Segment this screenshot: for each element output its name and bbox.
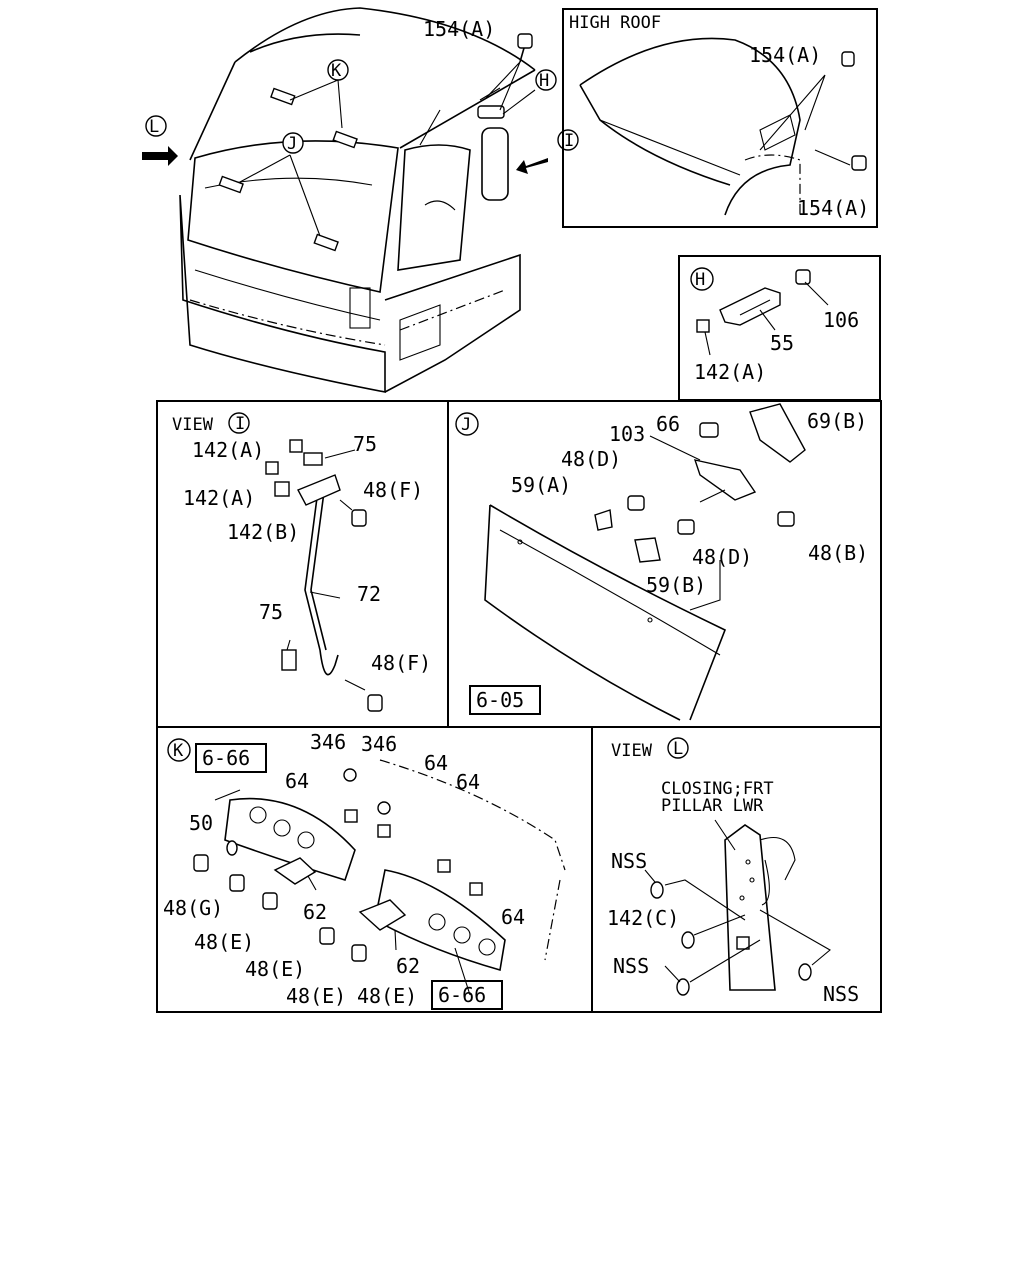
label-59b: 59(B) [646, 573, 706, 597]
label-48b: 48(B) [808, 541, 868, 565]
label-55: 55 [770, 331, 794, 355]
label-103: 103 [609, 422, 645, 446]
label-48g: 48(G) [163, 896, 223, 920]
ref-box-6-66-bottom: 6-66 [438, 983, 486, 1007]
callout-i-top: I [564, 131, 574, 151]
high-roof-inset: HIGH ROOF 154(A) 154(A) [562, 8, 878, 228]
label-48e-3: 48(E) [286, 984, 346, 1008]
label-48e-2: 48(E) [245, 957, 305, 981]
label-nss-3: NSS [823, 982, 859, 1006]
callout-k-top: K [331, 61, 342, 81]
bolt-icon [517, 33, 533, 63]
label-62-b: 62 [396, 954, 420, 978]
label-154a-roof-bottom: 154(A) [797, 196, 869, 220]
callout-l-top: L [149, 117, 159, 137]
label-66: 66 [656, 412, 680, 436]
label-59a: 59(A) [511, 473, 571, 497]
label-75-bottom: 75 [259, 600, 283, 624]
label-142a-2: 142(A) [183, 486, 255, 510]
label-106: 106 [823, 308, 859, 332]
high-roof-title: HIGH ROOF [569, 13, 661, 33]
label-64-b: 64 [285, 769, 309, 793]
view-l-callout: L [673, 739, 683, 759]
callout-j-top: J [287, 134, 297, 154]
cab-rear-overview: 154(A) K H L J I [142, 7, 579, 393]
label-48e-4: 48(E) [357, 984, 417, 1008]
label-48f-top: 48(F) [363, 478, 423, 502]
view-j-callout: J [461, 415, 471, 435]
label-154a-roof-top: 154(A) [749, 43, 821, 67]
ref-box-6-66-top: 6-66 [202, 746, 250, 770]
callout-h-top: H [539, 71, 549, 91]
label-48f-bottom: 48(F) [371, 651, 431, 675]
arrow-left-view-l [142, 146, 178, 166]
handle-k-upper [218, 87, 358, 252]
label-64-a: 64 [424, 751, 448, 775]
label-nss-2: NSS [613, 954, 649, 978]
label-142a-h: 142(A) [694, 360, 766, 384]
view-j: J 66 103 69(B) 48(D) 59(A) 48(D) 48(B) 5… [455, 403, 868, 721]
bottom-band-frame [156, 726, 882, 1013]
label-142b: 142(B) [227, 520, 299, 544]
label-nss-1: NSS [611, 849, 647, 873]
label-48d-bottom: 48(D) [692, 545, 752, 569]
label-62-a: 62 [303, 900, 327, 924]
label-64-c: 64 [456, 770, 480, 794]
callout-h-panel: H [695, 270, 705, 290]
label-64-d: 64 [501, 905, 525, 929]
view-k-callout: K [173, 741, 184, 761]
label-142a-1: 142(A) [192, 438, 264, 462]
label-69b: 69(B) [807, 409, 867, 433]
label-346-2: 346 [361, 732, 397, 756]
view-i-title: VIEW [172, 415, 214, 435]
panel-h: H 106 55 142(A) [678, 255, 881, 401]
view-i: VIEW I 142(A) 75 142(A) 48(F) 142(B) 72 … [172, 412, 431, 712]
view-l: VIEW L CLOSING;FRT PILLAR LWR NSS 142(C)… [607, 737, 859, 1006]
label-75-top: 75 [353, 432, 377, 456]
label-154a-top: 154(A) [423, 17, 495, 41]
label-50: 50 [189, 811, 213, 835]
label-48d-top: 48(D) [561, 447, 621, 471]
label-142c: 142(C) [607, 906, 679, 930]
label-48e-1: 48(E) [194, 930, 254, 954]
view-l-title: VIEW [611, 741, 653, 761]
view-l-note-line1: CLOSING;FRT [661, 779, 774, 799]
arrow-right-view-i [516, 158, 548, 174]
view-k: K 6-66 346 346 64 64 [163, 730, 566, 1010]
view-l-note-line2: PILLAR LWR [661, 796, 764, 816]
label-72: 72 [357, 582, 381, 606]
label-346-1: 346 [310, 730, 346, 754]
view-i-callout: I [235, 414, 245, 434]
ref-box-6-05: 6-05 [476, 688, 524, 712]
